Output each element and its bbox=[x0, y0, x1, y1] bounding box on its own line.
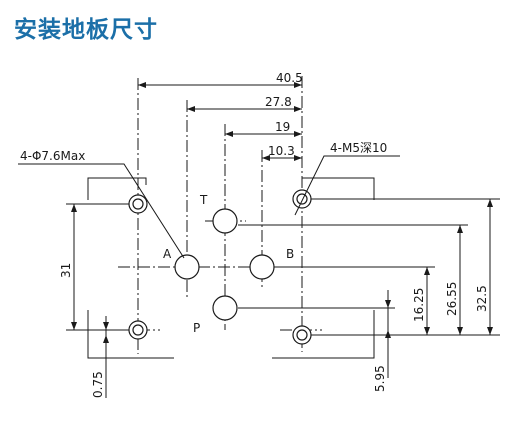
plate-outline bbox=[87, 177, 375, 359]
dim-19: 19 bbox=[275, 120, 290, 134]
dim-26-55: 26.55 bbox=[445, 282, 459, 316]
dim-40-5: 40.5 bbox=[276, 71, 303, 85]
port-t-hole bbox=[212, 208, 238, 234]
port-label-p: P bbox=[193, 321, 200, 335]
dim-5-95: 5.95 bbox=[373, 365, 387, 392]
port-p-hole bbox=[212, 295, 238, 321]
extension-lines bbox=[66, 198, 500, 336]
port-b-hole bbox=[249, 254, 275, 280]
arrowheads bbox=[71, 82, 493, 343]
page-title: 安装地板尺寸 bbox=[14, 17, 158, 43]
dim-10-3: 10.3 bbox=[268, 144, 295, 158]
dim-0-75: 0.75 bbox=[91, 371, 105, 398]
dim-27-8: 27.8 bbox=[265, 95, 292, 109]
labels: 4-Φ7.6Max 4-M5深10 T A B P 40.5 27.8 19 1… bbox=[20, 71, 489, 398]
holes bbox=[128, 189, 312, 345]
leader-lines bbox=[18, 155, 400, 259]
port-label-t: T bbox=[199, 193, 208, 207]
callout-thread-holes: 4-M5深10 bbox=[330, 141, 387, 155]
port-label-b: B bbox=[286, 247, 294, 261]
dim-31: 31 bbox=[59, 263, 73, 278]
callout-mount-holes: 4-Φ7.6Max bbox=[20, 149, 85, 163]
dim-32-5: 32.5 bbox=[475, 285, 489, 312]
port-a-hole bbox=[174, 254, 200, 280]
port-label-a: A bbox=[163, 247, 172, 261]
dim-16-25: 16.25 bbox=[412, 288, 426, 322]
